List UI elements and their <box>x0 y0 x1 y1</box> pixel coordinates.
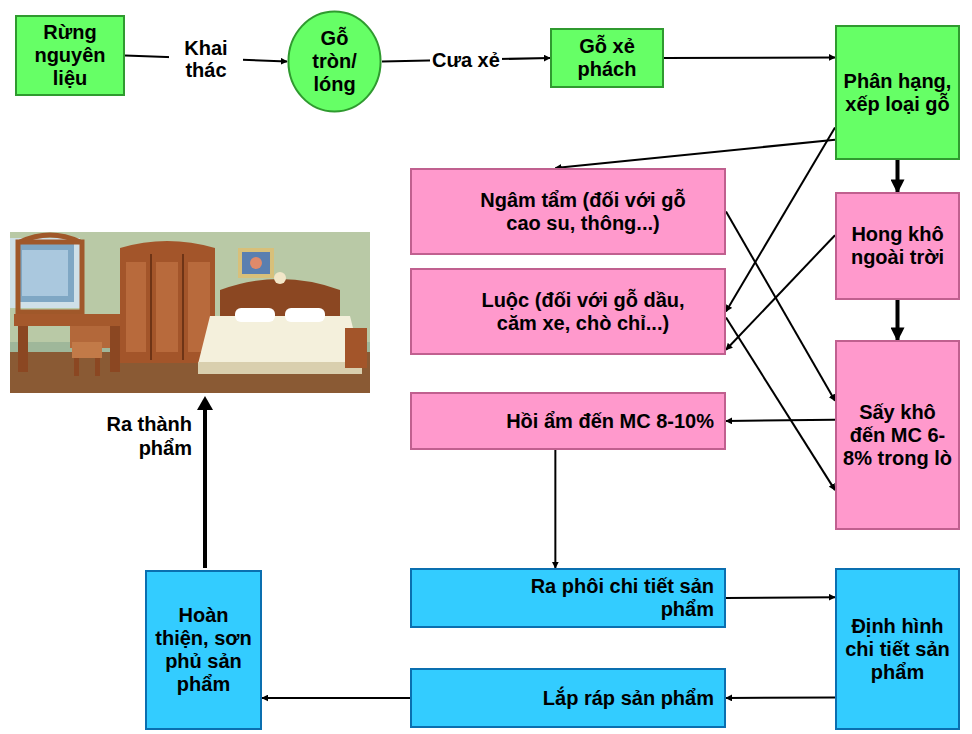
box-text: Ra phôi chi tiết sản phẩm <box>502 575 714 621</box>
flow-arrow <box>664 56 835 59</box>
bedroom-photo <box>10 232 370 393</box>
process-box: Rừng nguyên liệu <box>15 15 125 96</box>
flow-arrow <box>726 420 835 421</box>
process-box: Hoàn thiện, sơn phủ sản phẩm <box>145 570 262 730</box>
box-text: Gỗ tròn/ lóng <box>297 27 372 96</box>
flow-arrow <box>726 235 835 350</box>
process-box: Ra phôi chi tiết sản phẩm <box>410 568 726 628</box>
flow-arrow <box>555 140 835 168</box>
edge-label: Khai thác <box>169 37 243 81</box>
flow-arrow <box>262 697 410 699</box>
flow-arrow <box>896 300 900 340</box>
process-box: Phân hạng, xếp loại gỗ <box>835 25 960 160</box>
process-box: Gỗ xẻ phách <box>550 28 664 88</box>
box-text: Lắp ráp sản phẩm <box>522 687 714 710</box>
process-box: Sấy khô đến MC 6-8% trong lò <box>835 340 960 530</box>
box-text: Hồi ẩm đến MC 8-10% <box>482 410 714 433</box>
box-text: Hong khô ngoài trời <box>841 223 954 269</box>
box-text: Định hình chi tiết sản phẩm <box>841 615 954 684</box>
box-text: Hoàn thiện, sơn phủ sản phẩm <box>151 604 256 696</box>
process-box: Định hình chi tiết sản phẩm <box>835 568 960 730</box>
box-text: Luộc (đối với gỗ dầu, căm xe, chò chỉ...… <box>472 289 694 335</box>
process-box: Ngâm tẩm (đối với gỗ cao su, thông...) <box>410 168 726 255</box>
box-text: Sấy khô đến MC 6-8% trong lò <box>841 401 954 470</box>
flow-arrow <box>896 160 900 192</box>
edge-label: Cưa xẻ <box>430 49 502 71</box>
flow-arrow <box>726 318 835 491</box>
flow-arrow <box>726 212 835 401</box>
flow-arrow <box>726 596 835 599</box>
flow-arrow <box>554 450 556 568</box>
output-label: Ra thành phẩm <box>80 412 192 460</box>
process-box: Luộc (đối với gỗ dầu, căm xe, chò chỉ...… <box>410 268 726 355</box>
box-text: Phân hạng, xếp loại gỗ <box>841 70 954 116</box>
process-box: Lắp ráp sản phẩm <box>410 668 726 728</box>
box-text: Gỗ xẻ phách <box>556 35 658 81</box>
start-circle: Gỗ tròn/ lóng <box>287 10 382 113</box>
box-text: Ngâm tẩm (đối với gỗ cao su, thông...) <box>472 189 694 235</box>
flow-arrow <box>726 128 835 312</box>
process-box: Hồi ẩm đến MC 8-10% <box>410 392 726 450</box>
process-box: Hong khô ngoài trời <box>835 192 960 300</box>
flow-arrow <box>726 697 835 699</box>
box-text: Rừng nguyên liệu <box>21 21 119 90</box>
